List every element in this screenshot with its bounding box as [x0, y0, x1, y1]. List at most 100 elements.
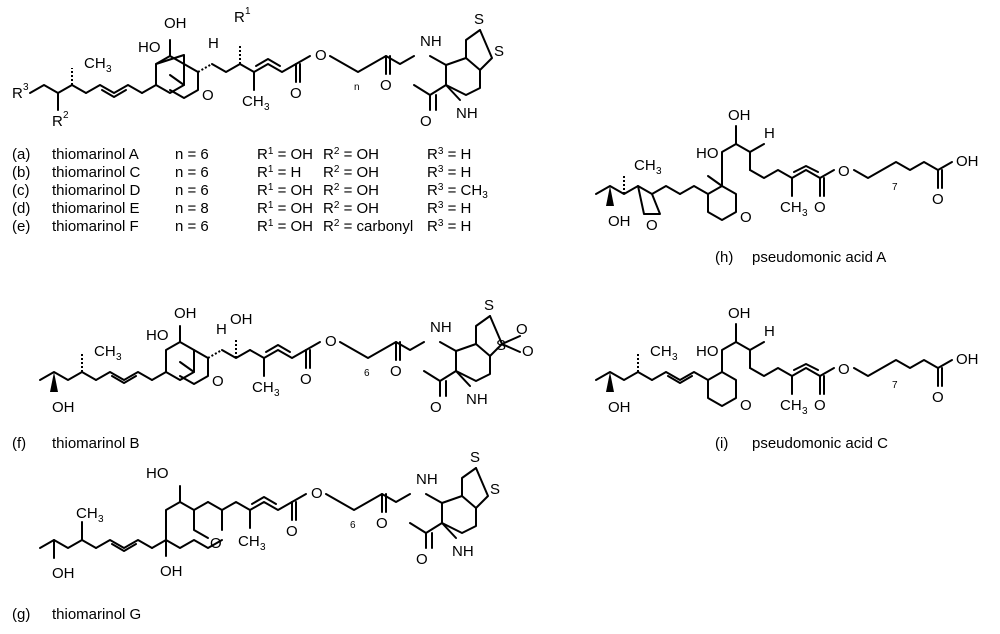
r-superscript: 3 — [437, 200, 444, 211]
methyl-label: CH — [252, 379, 274, 396]
r1-value: H — [290, 164, 302, 181]
methyl-label: CH — [780, 199, 802, 216]
sulfur-label: S — [494, 43, 504, 60]
methyl-label: CH — [650, 343, 672, 360]
methyl-subscript: 3 — [656, 166, 662, 177]
row-n: n = 6 — [175, 146, 209, 163]
sulfur-label: S — [490, 481, 500, 498]
r-label: R — [257, 218, 268, 235]
r1-superscript: 1 — [245, 6, 251, 17]
hydroxyl-label: OH — [160, 563, 183, 580]
r-label: R — [323, 182, 334, 199]
sulfur-label: S — [474, 11, 484, 28]
chain-length-label: 7 — [892, 380, 898, 391]
lactam-nh-label: NH — [466, 391, 488, 408]
lactam-nh-label: NH — [456, 105, 478, 122]
methyl-subscript: 3 — [260, 542, 266, 553]
row-name: thiomarinol C — [52, 164, 141, 181]
r-superscript: 2 — [333, 146, 340, 157]
r3-value: H — [460, 218, 472, 235]
ester-oxygen-label: O — [315, 47, 327, 64]
carbonyl-oxygen-label: O — [290, 85, 302, 102]
r-superscript: 3 — [437, 146, 444, 157]
hydroxyl-label: HO — [138, 39, 161, 56]
r-superscript: 1 — [267, 164, 274, 175]
structure-thiomarinol-g: OH CH 3 HO OH O CH 3 O O 6 O NH S S O NH — [39, 449, 500, 582]
r2-value: OH — [356, 164, 380, 181]
r-superscript: 3 — [437, 164, 444, 175]
substituent-table: (a) thiomarinol A n = 6 R1 = OH R2 = OH R3 = … — [12, 146, 572, 236]
carbonyl-oxygen-label: O — [932, 389, 944, 406]
r-label: R — [427, 182, 438, 199]
carbonyl-oxygen-label: O — [300, 371, 312, 388]
row-name: thiomarinol A — [52, 146, 139, 163]
r1-label: R — [234, 9, 245, 26]
row-id: (e) — [12, 218, 31, 235]
r-label: R — [427, 200, 438, 217]
row-name: thiomarinol D — [52, 182, 141, 199]
row-id: (c) — [12, 182, 30, 199]
methyl-label: CH — [780, 397, 802, 414]
lactam-nh-label: NH — [452, 543, 474, 560]
carbonyl-oxygen-label: O — [390, 363, 402, 380]
hydrogen-label: H — [764, 323, 775, 340]
row-r2: R2 = OH — [323, 146, 380, 163]
r-label: R — [257, 146, 268, 163]
chain-length-label: 6 — [350, 520, 356, 531]
caption-i-name: pseudomonic acid C — [752, 435, 888, 452]
r-label: R — [257, 200, 268, 217]
methyl-subscript: 3 — [802, 208, 808, 219]
r2-label: R — [52, 113, 63, 130]
sulfur-label: S — [484, 297, 494, 314]
hydroxyl-label: OH — [956, 153, 979, 170]
amide-nh-label: NH — [430, 319, 452, 336]
r1-value: OH — [290, 146, 314, 163]
r-superscript: 1 — [267, 218, 274, 229]
chain-length-label: n — [354, 82, 360, 93]
hydrogen-label: H — [208, 35, 219, 52]
methyl-subscript: 3 — [116, 352, 122, 363]
caption-g-id: (g) — [12, 606, 30, 623]
r-label: R — [257, 182, 268, 199]
hydrogen-label: H — [764, 125, 775, 142]
sulfur-label: S — [470, 449, 480, 466]
amide-nh-label: NH — [416, 471, 438, 488]
row-r2: R2 = carbonyl — [323, 218, 414, 235]
carbonyl-oxygen-label: O — [814, 199, 826, 216]
row-r3: R3 = H — [427, 200, 472, 217]
r2-value: OH — [356, 182, 380, 199]
row-id: (d) — [12, 200, 31, 217]
r-superscript: 1 — [267, 200, 274, 211]
methyl-label: CH — [242, 93, 264, 110]
hydroxyl-label: HO — [146, 327, 169, 344]
row-r1: R1 = OH — [257, 200, 314, 217]
row-r3: R3 = H — [427, 146, 472, 163]
hydroxyl-label: OH — [174, 305, 197, 322]
r1-value: OH — [290, 218, 314, 235]
row-n: n = 6 — [175, 218, 209, 235]
lactam-oxygen-label: O — [420, 113, 432, 130]
sulfone-oxygen-label: O — [522, 343, 534, 360]
hydroxyl-label: OH — [608, 213, 631, 230]
structure-pseudomonic-acid-c: OH CH 3 HO OH H O CH 3 O O 7 O OH — [595, 305, 979, 417]
r1-value: OH — [290, 200, 314, 217]
lactam-oxygen-label: O — [430, 399, 442, 416]
row-id: (a) — [12, 146, 31, 163]
row-r1: R1 = OH — [257, 218, 314, 235]
caption-h-name: pseudomonic acid A — [752, 249, 886, 266]
carbonyl-oxygen-label: O — [376, 515, 388, 532]
row-r1: R1 = OH — [257, 182, 314, 199]
row-n: n = 6 — [175, 182, 209, 199]
methyl-label: CH — [634, 157, 656, 174]
lactam-oxygen-label: O — [416, 551, 428, 568]
methyl-subscript: 3 — [98, 514, 104, 525]
hydroxyl-label: OH — [52, 565, 75, 582]
ester-oxygen-label: O — [311, 485, 323, 502]
r3-label: R — [12, 85, 23, 102]
caption-h-id: (h) — [715, 249, 733, 266]
r2-value: OH — [356, 200, 380, 217]
structure-pseudomonic-acid-a: CH 3 OH O HO OH H O CH 3 O O 7 O OH — [595, 107, 979, 234]
r3-value: H — [460, 200, 472, 217]
